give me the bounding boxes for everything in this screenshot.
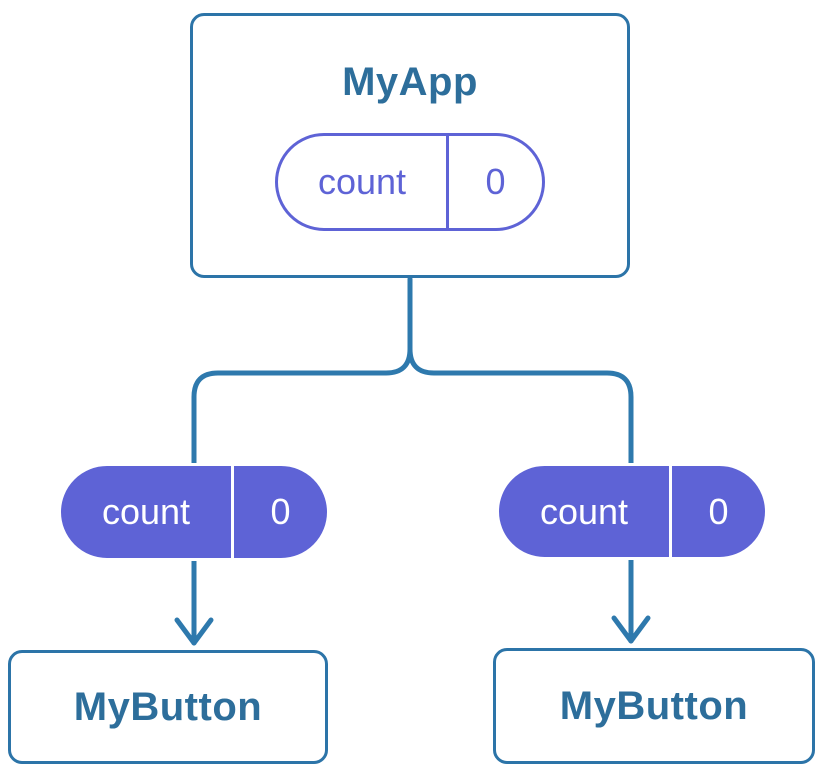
component-title-myapp: MyApp <box>342 60 478 104</box>
state-value: 0 <box>446 136 542 228</box>
state-label: count <box>539 490 629 532</box>
component-title-mybutton-right: MyButton <box>559 683 749 728</box>
component-title-mybutton-left: MyButton <box>73 684 263 729</box>
arrowhead-left-icon <box>174 617 214 646</box>
state-value: 0 <box>231 466 327 558</box>
state-label: count <box>101 491 191 532</box>
state-pill-mybutton-left: count 0 <box>58 463 330 561</box>
state-value: 0 <box>669 466 765 557</box>
arrowhead-right-icon <box>611 615 651 644</box>
state-label: count <box>317 161 407 202</box>
state-pill-mybutton-right: count 0 <box>496 463 768 560</box>
component-card-mybutton-right: MyButton <box>493 648 815 764</box>
state-pill-myapp: count 0 <box>275 133 545 231</box>
connector-branch-lines <box>191 346 634 646</box>
component-card-mybutton-left: MyButton <box>8 650 328 764</box>
component-card-myapp: MyApp count 0 <box>190 13 630 278</box>
